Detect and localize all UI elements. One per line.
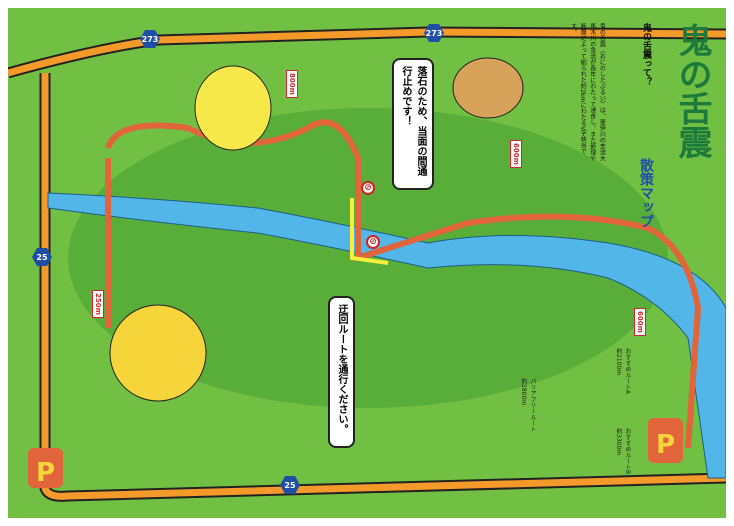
river: [47, 192, 726, 479]
distance-label: 600m: [510, 140, 522, 168]
route-a-name: おすすめルートA: [624, 348, 631, 395]
route-b-name: おすすめルートB: [624, 428, 631, 475]
intro-body: 鬼の舌震（おにのしたぶるい）は、斐伊川の支流大馬木川の急流が長年にわたって浸食し…: [569, 23, 606, 161]
closure-callout: 落石のため、当面の間通行止めです！: [392, 58, 434, 190]
svg-text:P: P: [656, 430, 675, 460]
no-entry-icon: ⊘: [366, 235, 380, 249]
intro-heading: 鬼の舌震って？: [641, 23, 651, 86]
sightseeing-map: P P 鬼の舌震 散策マップ 鬼の舌震って？ 鬼の舌震（おにのしたぶるい）は、斐…: [8, 8, 726, 518]
distance-label: 250m: [92, 290, 104, 318]
route-b-length: 約3300m: [615, 428, 622, 456]
road-top: [8, 26, 726, 79]
road-number-badge: 25: [32, 248, 52, 266]
route-a-length: 約2100m: [615, 348, 622, 376]
road-number-badge: 25: [280, 476, 300, 494]
barrier-free-route-name: バリアフリールート: [529, 378, 536, 432]
map-illustration: P P: [8, 26, 726, 502]
road-number-badge: 273: [140, 30, 160, 48]
barrier-free-route-length: 約2800m: [520, 378, 527, 406]
distance-label: 800m: [286, 70, 298, 98]
map-title: 鬼の舌震: [672, 23, 712, 159]
detour-callout: 迂回ルートを通行ください。: [328, 296, 355, 448]
no-entry-icon: ⊘: [361, 181, 375, 195]
distance-label: 600m: [634, 308, 646, 336]
map-subtitle: 散策マップ: [638, 158, 654, 228]
svg-text:P: P: [36, 458, 55, 488]
road-number-badge: 273: [424, 24, 444, 42]
detour-arrow: [350, 198, 389, 265]
walking-path: [105, 119, 702, 449]
